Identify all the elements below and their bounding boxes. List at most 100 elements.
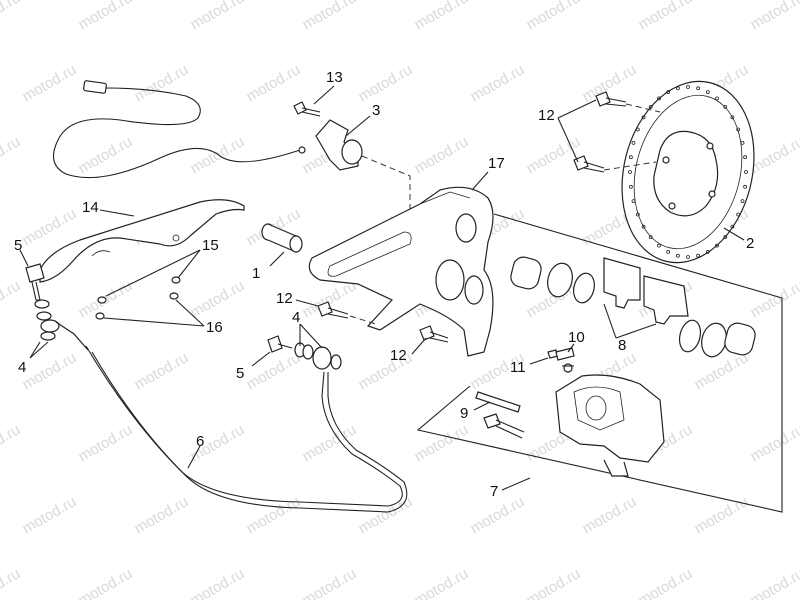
watermark-text: motod.ru bbox=[244, 61, 304, 105]
callout-10: 10 bbox=[568, 329, 585, 346]
watermark-text: motod.ru bbox=[20, 205, 80, 249]
disc-hole bbox=[635, 212, 640, 217]
watermark-text: motod.ru bbox=[300, 421, 360, 465]
callout-3: 3 bbox=[372, 102, 380, 119]
disc-hole bbox=[736, 127, 741, 132]
disc-hole bbox=[740, 140, 745, 145]
watermark-text: motod.ru bbox=[188, 277, 248, 321]
disc-hole bbox=[641, 115, 646, 120]
callout-labels: 13 3 12 17 14 5 15 1 2 12 4 16 4 8 10 5 … bbox=[14, 69, 754, 500]
watermark-text: motod.ru bbox=[244, 349, 304, 393]
disc-hole bbox=[696, 253, 700, 258]
brake-caliper bbox=[555, 374, 665, 477]
disc-hole bbox=[666, 90, 671, 94]
disc-hole bbox=[657, 243, 661, 248]
speed-sensor-cable bbox=[52, 80, 306, 179]
watermark-text: motod.ru bbox=[0, 421, 23, 465]
watermark-text: motod.ru bbox=[636, 0, 696, 33]
watermark-text: motod.ru bbox=[300, 565, 360, 600]
watermark-text: motod.ru bbox=[748, 0, 800, 33]
disc-hole bbox=[730, 224, 735, 229]
callout-13: 13 bbox=[326, 69, 343, 86]
disc-hole bbox=[743, 155, 747, 160]
watermark-text: motod.ru bbox=[468, 61, 528, 105]
watermark-text: motod.ru bbox=[636, 565, 696, 600]
callout-14: 14 bbox=[82, 199, 99, 216]
disc-bolts bbox=[573, 91, 661, 173]
watermark-text: motod.ru bbox=[412, 133, 472, 177]
watermark-text: motod.ru bbox=[0, 565, 23, 600]
disc-hole bbox=[676, 253, 680, 258]
disc-hole bbox=[641, 224, 646, 229]
disc-drill-holes bbox=[628, 85, 748, 259]
callout-15: 15 bbox=[202, 237, 219, 254]
disc-hole bbox=[657, 96, 661, 101]
watermark-text: motod.ru bbox=[76, 0, 136, 33]
watermark-text: motod.ru bbox=[188, 0, 248, 33]
watermark-text: motod.ru bbox=[0, 0, 23, 33]
watermark-text: motod.ru bbox=[524, 133, 584, 177]
watermark-text: motod.ru bbox=[132, 493, 192, 537]
cable-guide bbox=[39, 199, 245, 283]
disc-hole bbox=[631, 140, 636, 145]
banjo-fitting-right bbox=[267, 335, 342, 370]
disc-hole bbox=[648, 235, 653, 240]
callout-7: 7 bbox=[490, 483, 498, 500]
disc-hole bbox=[635, 127, 640, 132]
disc-hole bbox=[696, 86, 700, 91]
watermark-text: motod.ru bbox=[580, 493, 640, 537]
brake-hose bbox=[55, 321, 408, 513]
callout-5: 5 bbox=[14, 237, 22, 254]
watermark-text: motod.ru bbox=[524, 565, 584, 600]
disc-hole bbox=[715, 243, 719, 248]
leader-lines bbox=[19, 85, 745, 491]
watermark-text: motod.ru bbox=[20, 61, 80, 105]
watermark-text: motod.ru bbox=[412, 0, 472, 33]
disc-hole bbox=[648, 105, 653, 109]
disc-hole bbox=[666, 249, 671, 254]
watermark-text: motod.ru bbox=[0, 277, 23, 321]
pads-and-seals bbox=[416, 213, 783, 513]
brake-disc bbox=[621, 80, 755, 264]
watermark-text: motod.ru bbox=[356, 61, 416, 105]
disc-hole bbox=[740, 199, 745, 204]
watermark-text: motod.ru bbox=[524, 0, 584, 33]
callout-8: 8 bbox=[618, 337, 626, 354]
disc-hole bbox=[631, 199, 636, 204]
watermark-text: motod.ru bbox=[20, 493, 80, 537]
callout-12: 12 bbox=[276, 290, 293, 307]
watermark-text: motod.ru bbox=[76, 565, 136, 600]
bracket-bolts bbox=[317, 301, 449, 343]
disc-hole bbox=[723, 235, 728, 240]
watermark-text: motod.ru bbox=[748, 421, 800, 465]
watermark-text: motod.ru bbox=[132, 61, 192, 105]
disc-hole bbox=[743, 184, 747, 189]
watermark-text: motod.ru bbox=[244, 493, 304, 537]
callout-16: 16 bbox=[206, 319, 223, 336]
callout-12: 12 bbox=[390, 347, 407, 364]
watermark-text: motod.ru bbox=[76, 421, 136, 465]
bleed-valve bbox=[547, 347, 575, 373]
callout-2: 2 bbox=[746, 235, 754, 252]
callout-4: 4 bbox=[292, 309, 300, 326]
callout-1: 1 bbox=[252, 265, 260, 282]
disc-hole bbox=[705, 249, 710, 254]
disc-hole bbox=[744, 170, 748, 174]
watermark-text: motod.ru bbox=[132, 349, 192, 393]
callout-5: 5 bbox=[236, 365, 244, 382]
callout-4: 4 bbox=[18, 359, 26, 376]
watermark-text: motod.ru bbox=[748, 277, 800, 321]
callout-12: 12 bbox=[538, 107, 555, 124]
callout-9: 9 bbox=[460, 405, 468, 422]
callout-17: 17 bbox=[488, 155, 505, 172]
watermark-text: motod.ru bbox=[300, 0, 360, 33]
disc-hole bbox=[676, 86, 680, 91]
watermark-text: motod.ru bbox=[748, 565, 800, 600]
watermark-text: motod.ru bbox=[188, 133, 248, 177]
pad-pin bbox=[475, 391, 525, 439]
banjo-fitting-left bbox=[25, 263, 60, 341]
watermark-text: motod.ru bbox=[412, 565, 472, 600]
watermark-text: motod.ru bbox=[0, 133, 23, 177]
